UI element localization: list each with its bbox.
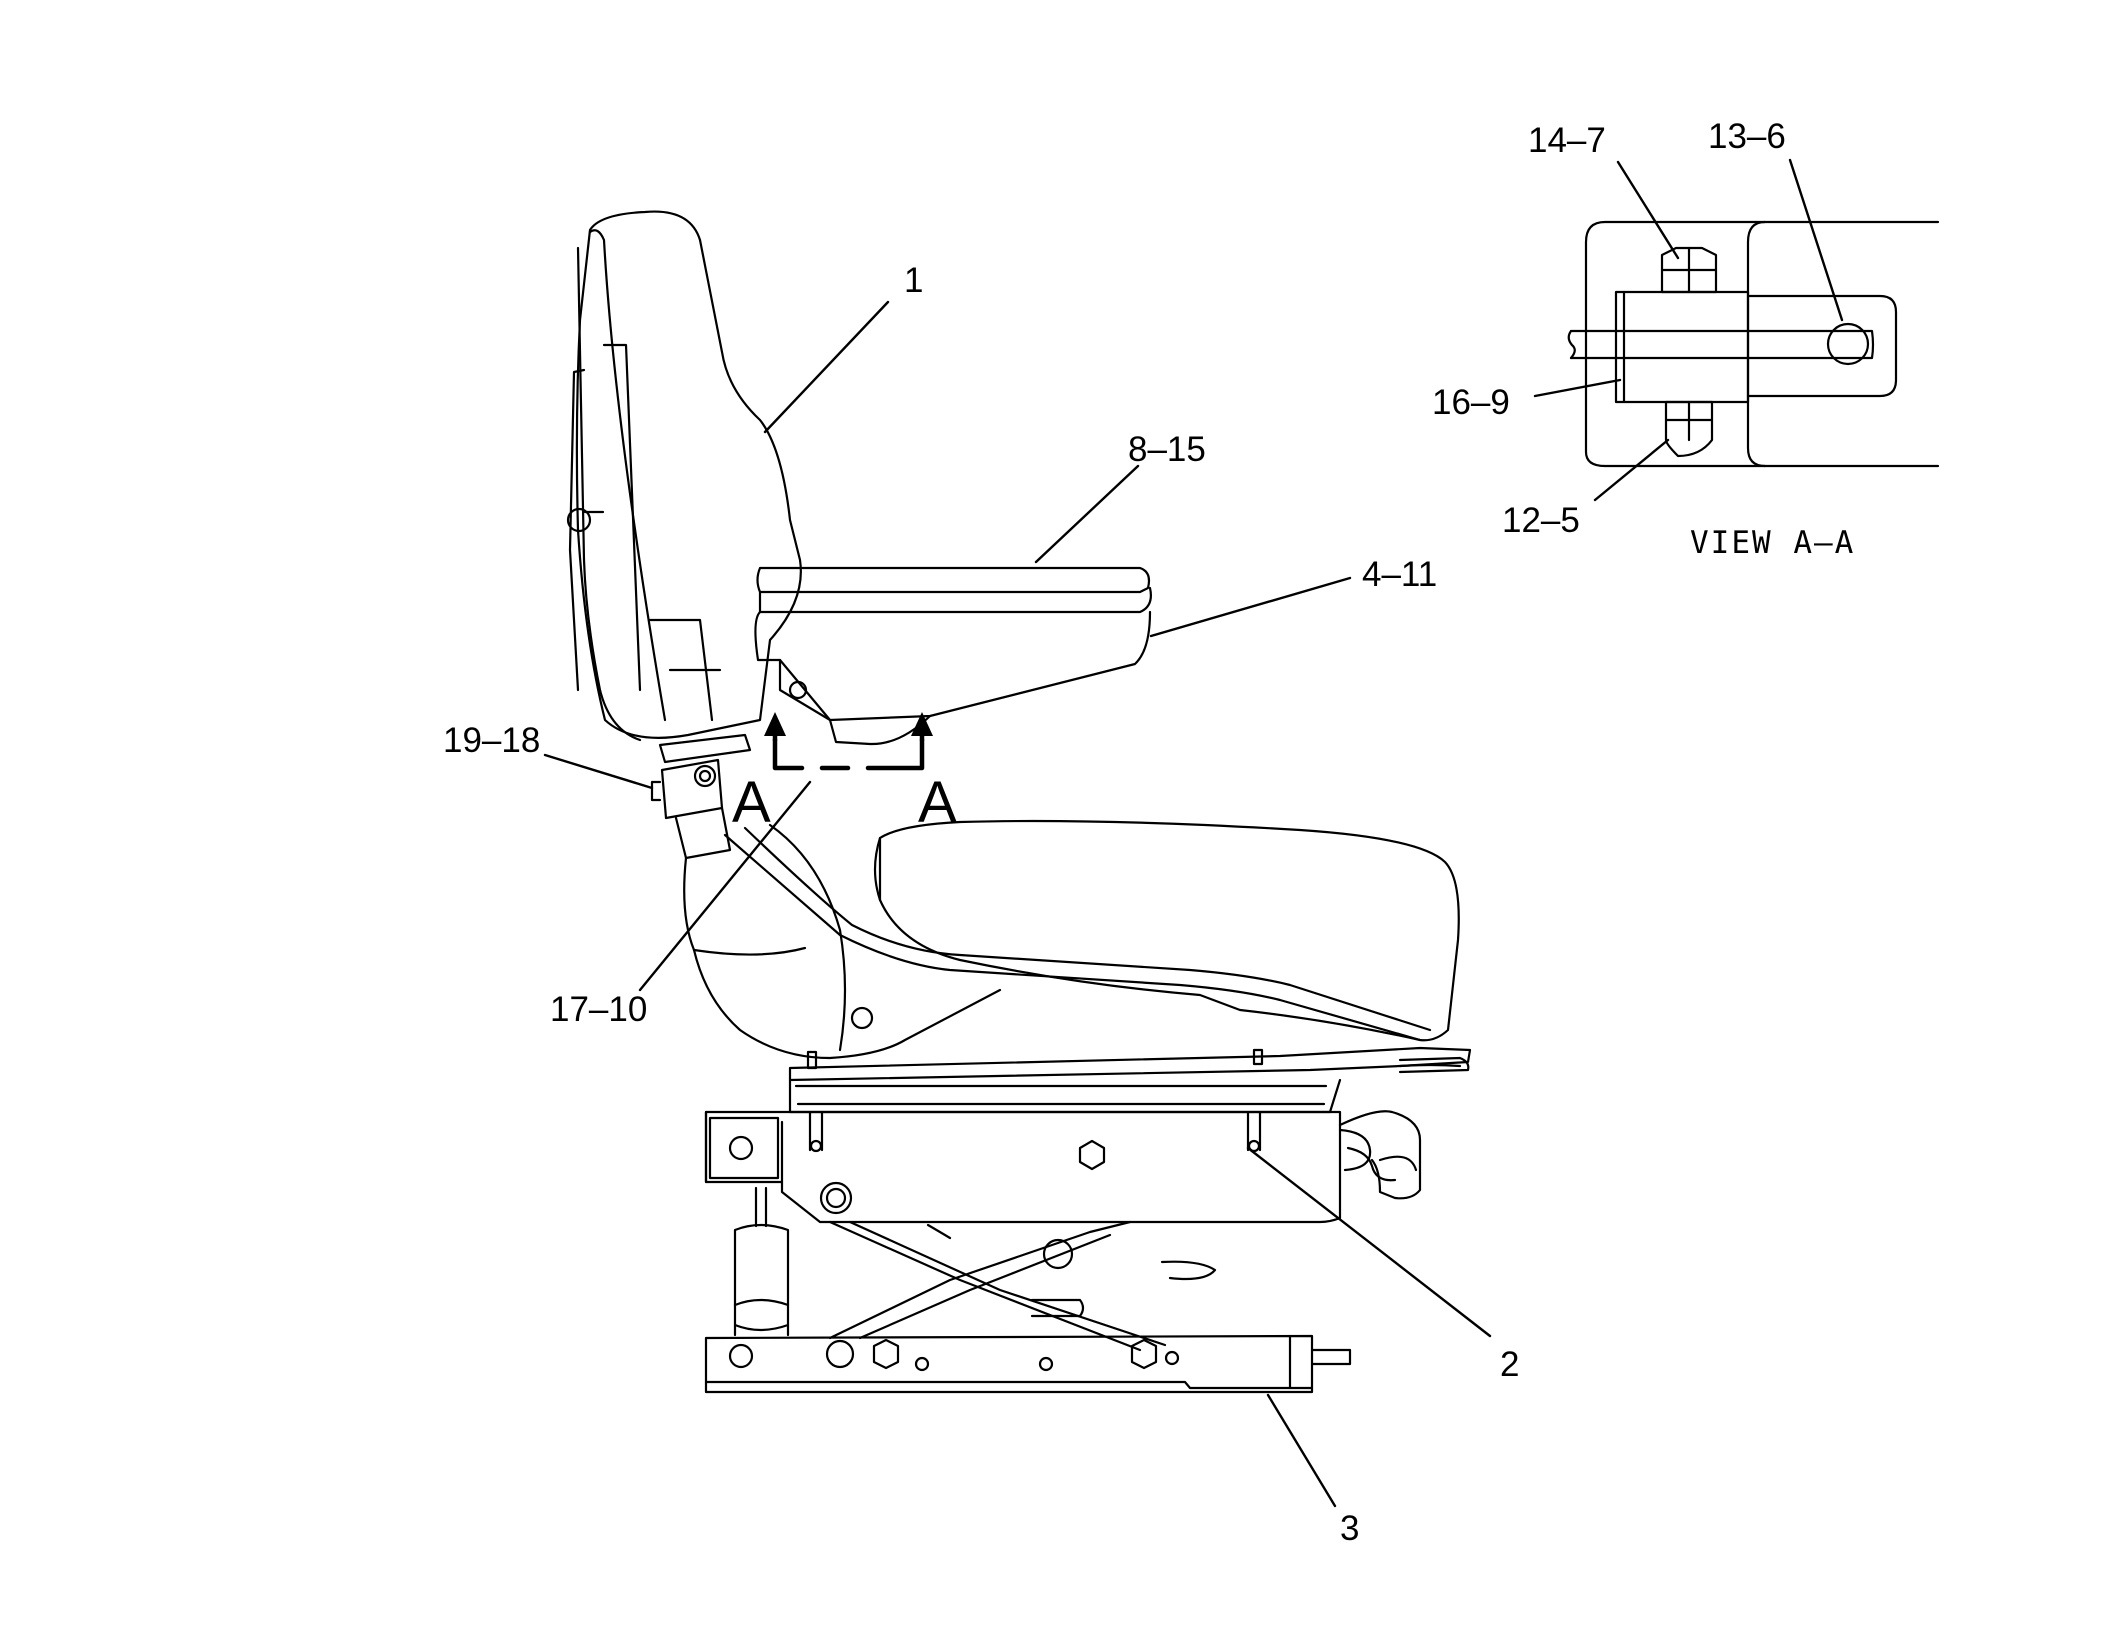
leader-lines [543, 300, 1492, 1508]
callout-1: 1 [904, 261, 923, 300]
suspension-upper-frame [704, 1110, 1342, 1224]
leader-8-15 [1034, 464, 1140, 564]
leader-17-10 [638, 780, 812, 992]
detail-leader-lines [1533, 158, 1844, 502]
section-letter-left: A [732, 770, 771, 835]
leader-2 [1246, 1146, 1492, 1338]
arrowhead-left [764, 712, 786, 736]
callout-2: 2 [1500, 1345, 1519, 1384]
leader-4-11 [1149, 576, 1352, 638]
section-labels: A A VIEW A–A [732, 525, 1855, 835]
section-letter-right: A [918, 770, 957, 835]
callout-17-10: 17–10 [550, 990, 647, 1029]
arrowhead-right [911, 712, 933, 736]
callout-13-6: 13–6 [1708, 117, 1786, 156]
section-cut-line [772, 725, 925, 771]
weight-adjust-knob [1338, 1110, 1422, 1200]
callout-3: 3 [1340, 1509, 1359, 1548]
callout-16-9: 16–9 [1432, 383, 1510, 422]
callout-8-15: 8–15 [1128, 430, 1206, 469]
seat-shell [683, 823, 1432, 1060]
backrest [566, 210, 802, 764]
callout-12-5: 12–5 [1502, 501, 1580, 540]
armrest [754, 566, 1152, 746]
leader-13-6 [1788, 158, 1844, 322]
scissor-linkage [828, 1220, 1217, 1352]
callout-4-11: 4–11 [1362, 555, 1437, 594]
leader-12-5 [1593, 438, 1670, 502]
section-arrowheads [764, 712, 933, 736]
leader-14-7 [1616, 160, 1680, 260]
slide-rail [788, 1046, 1472, 1114]
seat-cushion [873, 819, 1460, 1042]
leader-1 [763, 300, 890, 434]
suspension-base [704, 1334, 1352, 1394]
view-title: VIEW A–A [1690, 525, 1855, 561]
detail-view-a-a [1567, 220, 1940, 468]
callout-labels: 1 8–15 4–11 19–18 17–10 2 3 14–7 13–6 16… [443, 117, 1786, 1548]
callout-19-18: 19–18 [443, 721, 540, 760]
leader-3 [1266, 1393, 1337, 1508]
shock-absorber [733, 1186, 790, 1337]
backrest-pivot-bracket [650, 758, 732, 860]
leader-19-18 [543, 753, 654, 790]
callout-14-7: 14–7 [1528, 121, 1606, 160]
leader-16-9 [1533, 378, 1622, 398]
